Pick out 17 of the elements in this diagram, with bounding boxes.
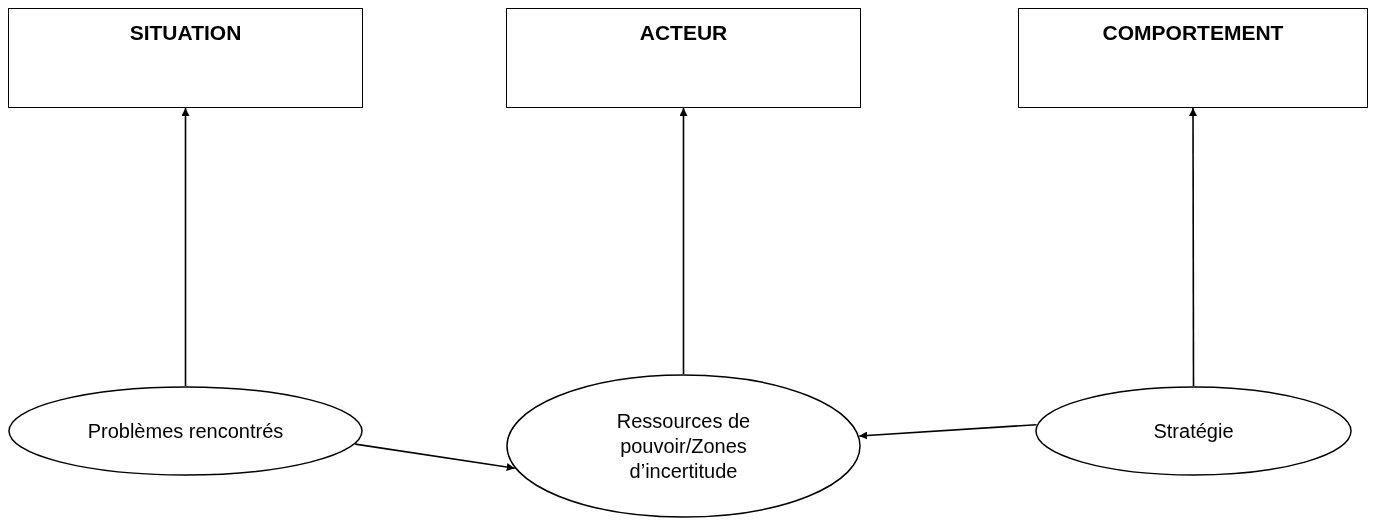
ellipse-node [8, 386, 363, 476]
node-label: Ressources de pouvoir/Zones d’incertitude [615, 408, 752, 484]
ellipse-node [1035, 386, 1352, 476]
node-label: COMPORTEMENT [1101, 21, 1285, 45]
node-label: Problèmes rencontrés [86, 418, 285, 444]
heading-box [1018, 8, 1368, 108]
heading-box [506, 8, 861, 108]
arrow [679, 107, 688, 375]
arrow [1189, 107, 1197, 387]
arrow [181, 107, 190, 387]
node-label: SITUATION [128, 21, 243, 45]
heading-box [8, 8, 363, 108]
arrow [354, 443, 516, 471]
node-label: Stratégie [1152, 418, 1235, 444]
ellipse-node [506, 374, 861, 518]
node-label: ACTEUR [638, 21, 729, 45]
arrow [858, 423, 1038, 440]
